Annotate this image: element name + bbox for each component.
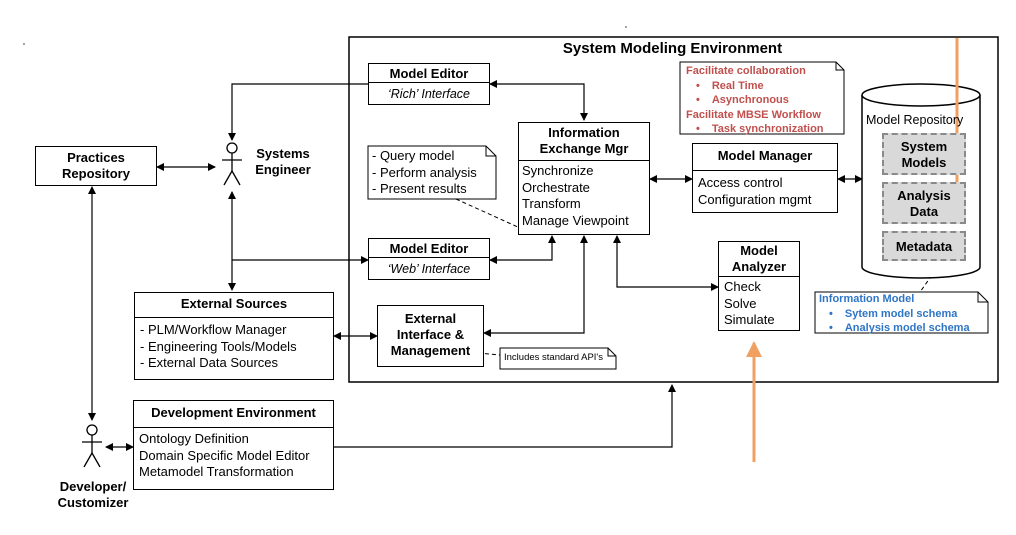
analysis-data-line-1: Analysis: [897, 188, 951, 203]
connector-engineer-rich-editor: [228, 83, 368, 141]
api-note: Includes standard API's: [504, 352, 603, 363]
information-exchange-mgr-box[interactable]: Information Exchange Mgr Synchronize Orc…: [518, 122, 650, 235]
collab-line-4: Facilitate MBSE Workflow: [686, 108, 821, 121]
system-modeling-environment-frame: [348, 36, 999, 383]
iem-title-line-1: Information: [548, 125, 620, 140]
systems-engineer-label: Systems Engineer: [248, 146, 318, 178]
model-repository-title: Model Repository: [866, 113, 964, 127]
analysis-data-box[interactable]: Analysis Data: [882, 182, 966, 224]
metadata-label: Metadata: [895, 239, 953, 254]
practices-line-1: Practices: [67, 150, 125, 165]
query-note-item: - Query model: [372, 148, 455, 163]
systems-engineer-figure: [222, 142, 242, 186]
collab-line-2: Real Time: [686, 79, 824, 94]
external-sources-list: - PLM/Workflow Manager - Engineering Too…: [135, 317, 333, 374]
query-note: - Query model - Perform analysis - Prese…: [372, 148, 477, 198]
system-models-line-1: System: [900, 139, 948, 154]
model-manager-function: Configuration mgmt: [698, 191, 812, 207]
practices-repository-box[interactable]: Practices Repository: [35, 146, 157, 186]
analyzer-title-line-2: Analyzer: [731, 259, 787, 274]
api-note-shape: [499, 347, 617, 370]
query-note-shape: [367, 145, 497, 200]
query-note-item: - Perform analysis: [372, 164, 477, 180]
collab-line-5: Task synchronization: [686, 122, 824, 137]
system-models-line-2: Models: [901, 155, 947, 170]
connector-iem-analyzer: [613, 235, 719, 291]
model-analyzer-box[interactable]: Model Analyzer Check Solve Simulate: [718, 241, 800, 331]
external-source-item: - Engineering Tools/Models: [140, 338, 297, 354]
ext-interface-line-1: External: [404, 311, 457, 326]
analyzer-function: Solve: [724, 295, 757, 311]
ext-interface-line-2: Interface &: [396, 327, 465, 342]
model-manager-function: Access control: [698, 175, 783, 190]
system-models-box[interactable]: System Models: [882, 133, 966, 175]
connector-web-editor-iem: [489, 235, 556, 264]
external-sources-box[interactable]: External Sources - PLM/Workflow Manager …: [134, 292, 334, 380]
model-editor-rich-box[interactable]: Model Editor ‘Rich’ Interface: [368, 63, 490, 105]
external-interface-box[interactable]: External Interface & Management: [377, 305, 484, 367]
stray-dot: [625, 26, 627, 28]
developer-figure: [82, 424, 102, 468]
info-model-title: Information Model: [819, 293, 915, 305]
external-sources-title: External Sources: [180, 296, 288, 311]
model-editor-web-box[interactable]: Model Editor ‘Web’ Interface: [368, 238, 490, 280]
connector-devenv-environment: [334, 384, 676, 448]
model-manager-box[interactable]: Model Manager Access control Configurati…: [692, 143, 838, 213]
practices-line-2: Repository: [62, 166, 130, 181]
analyzer-function: Check: [724, 279, 761, 294]
iem-function: Transform: [522, 196, 581, 211]
model-editor-rich-subtitle: ‘Rich’ Interface: [369, 82, 489, 102]
external-source-item: - PLM/Workflow Manager: [140, 322, 287, 337]
dev-env-title: Development Environment: [151, 405, 316, 420]
info-model-note: Information Model Sytem model schema Ana…: [819, 292, 970, 336]
iem-title-line-2: Exchange Mgr: [539, 141, 629, 156]
analyzer-functions: Check Solve Simulate: [719, 276, 799, 331]
iem-function: Orchestrate: [522, 179, 590, 195]
iem-function: Synchronize: [522, 163, 594, 178]
systems-engineer-line-1: Systems: [256, 146, 310, 161]
iem-functions: Synchronize Orchestrate Transform Manage…: [519, 160, 649, 231]
info-model-item: Sytem model schema: [819, 307, 970, 322]
dev-env-list: Ontology Definition Domain Specific Mode…: [134, 427, 333, 483]
analysis-data-line-2: Data: [909, 204, 939, 219]
systems-engineer-line-2: Engineer: [255, 162, 311, 177]
info-model-item: Analysis model schema: [819, 321, 970, 336]
model-manager-title: Model Manager: [717, 148, 813, 163]
dev-env-item: Metamodel Transformation: [139, 464, 294, 479]
leader-query-note: [455, 198, 521, 229]
developer-line-2: Customizer: [57, 495, 129, 510]
environment-title: System Modeling Environment: [562, 40, 783, 57]
dev-env-item: Domain Specific Model Editor: [139, 447, 310, 463]
metadata-box[interactable]: Metadata: [882, 231, 966, 261]
development-environment-box[interactable]: Development Environment Ontology Definit…: [133, 400, 334, 490]
ext-interface-line-3: Management: [390, 343, 471, 358]
collab-line-1: Facilitate collaboration: [686, 65, 806, 77]
connector-rich-editor-iem: [489, 80, 588, 121]
connector-iem-external-interface: [483, 235, 588, 337]
model-manager-functions: Access control Configuration mgmt: [693, 170, 837, 210]
query-note-item: - Present results: [372, 181, 467, 196]
developer-label: Developer/ Customizer: [47, 479, 139, 511]
model-editor-rich-title: Model Editor: [389, 66, 469, 81]
external-source-item: - External Data Sources: [140, 355, 279, 370]
analyzer-title-line-1: Model: [740, 243, 778, 258]
collab-line-3: Asynchronous: [686, 93, 824, 108]
developer-line-1: Developer/: [59, 479, 127, 494]
iem-function: Manage Viewpoint: [522, 212, 629, 228]
analyzer-function: Simulate: [724, 312, 775, 327]
dev-env-item: Ontology Definition: [139, 431, 249, 446]
model-editor-web-title: Model Editor: [389, 241, 469, 256]
model-editor-web-subtitle: ‘Web’ Interface: [369, 257, 489, 277]
stray-dot: [23, 43, 25, 45]
collab-note: Facilitate collaboration Real Time Async…: [686, 64, 824, 137]
